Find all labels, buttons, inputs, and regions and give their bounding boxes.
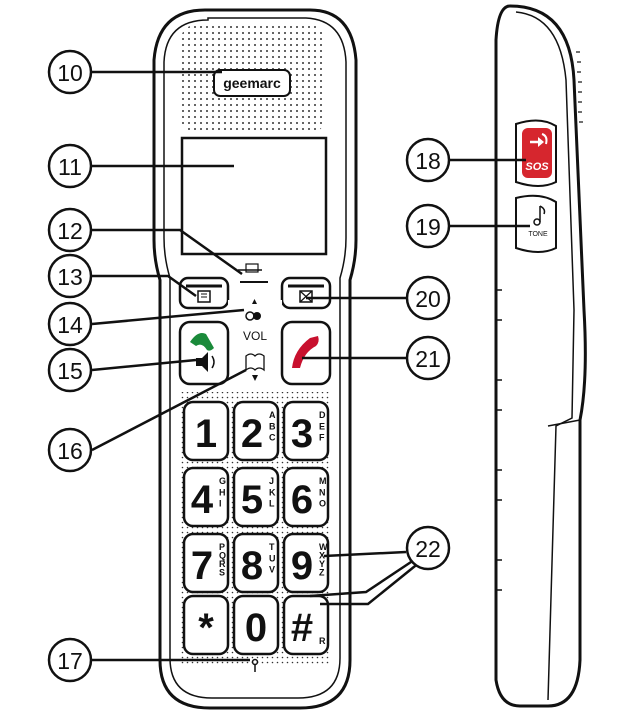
callout-number: 16 <box>57 438 83 464</box>
key-star[interactable]: * <box>182 594 230 656</box>
key-digit: * <box>198 606 214 650</box>
sos-label: SOS <box>525 161 549 173</box>
key-digit: 4 <box>191 478 214 522</box>
key-digit: 9 <box>291 544 313 588</box>
callout-20: 20 <box>405 275 451 321</box>
key-digit: # <box>291 606 313 650</box>
callout-number: 17 <box>57 648 83 674</box>
key-digit: 8 <box>241 544 263 588</box>
side-body <box>494 4 587 708</box>
callout-number: 18 <box>415 148 441 174</box>
callout-12: 12 <box>47 207 93 253</box>
callout-21: 21 <box>405 335 451 381</box>
brand-logo <box>213 69 291 97</box>
end-call-icon <box>292 336 319 368</box>
key-digit: 6 <box>291 478 313 522</box>
tone-label: TONE <box>528 231 548 238</box>
microphone-icon <box>251 658 259 672</box>
callout-14: 14 <box>47 301 93 347</box>
callout-number: 13 <box>57 264 83 290</box>
callout-number: 14 <box>57 312 83 338</box>
sos-icon <box>530 133 548 147</box>
key-hash[interactable]: #R <box>282 594 330 656</box>
key-digit: 7 <box>191 544 213 588</box>
side-grip <box>576 51 583 123</box>
callout-number: 12 <box>57 218 83 244</box>
callout-16: 16 <box>47 427 93 473</box>
navigation-volume-key[interactable]: VOL <box>228 299 282 386</box>
phonebook-icon <box>197 290 211 303</box>
key-letters: R <box>319 636 326 646</box>
end-call-key[interactable] <box>280 320 332 386</box>
call-key[interactable] <box>178 320 230 386</box>
key-digit: 5 <box>241 478 263 522</box>
charge-indicator-icon <box>238 263 268 283</box>
speaker-icon <box>196 352 215 372</box>
key-digit: 1 <box>195 412 217 456</box>
callout-11: 11 <box>47 143 93 189</box>
callout-17: 17 <box>47 637 93 683</box>
volume-label: VOL <box>243 329 267 343</box>
leader-lines <box>91 70 530 662</box>
handset-side: SOS TONE <box>494 4 587 708</box>
callout-number: 20 <box>415 286 441 312</box>
callout-number: 11 <box>58 154 82 180</box>
callout-13: 13 <box>47 253 93 299</box>
tone-button[interactable]: TONE <box>515 194 557 253</box>
callout-15: 15 <box>47 347 93 393</box>
callout-19: 19 <box>405 203 451 249</box>
callout-10: 10 <box>47 49 93 95</box>
handset-front: geemarc <box>152 8 358 710</box>
mute-icon <box>299 290 313 303</box>
key-1[interactable]: 1 <box>182 400 230 462</box>
left-soft-key[interactable] <box>178 276 230 310</box>
volume-down-icon <box>245 353 265 381</box>
key-digit: 3 <box>291 412 313 456</box>
right-soft-key[interactable] <box>280 276 332 310</box>
tone-icon <box>533 205 546 226</box>
callout-number: 21 <box>415 346 441 372</box>
callout-22: 22 <box>405 525 451 571</box>
key-0[interactable]: 0 <box>232 594 280 656</box>
sos-button[interactable]: SOS <box>515 119 557 187</box>
callout-number: 10 <box>57 60 83 86</box>
key-digit: 0 <box>245 606 267 650</box>
key-digit: 2 <box>241 412 263 456</box>
callout-number: 15 <box>57 358 83 384</box>
display-screen <box>180 136 328 256</box>
volume-up-icon <box>245 299 261 321</box>
callout-18: 18 <box>405 137 451 183</box>
call-icon <box>190 333 214 351</box>
callout-number: 19 <box>415 214 441 240</box>
brand-logo-text: geemarc <box>223 75 281 91</box>
callout-number: 22 <box>415 536 441 562</box>
